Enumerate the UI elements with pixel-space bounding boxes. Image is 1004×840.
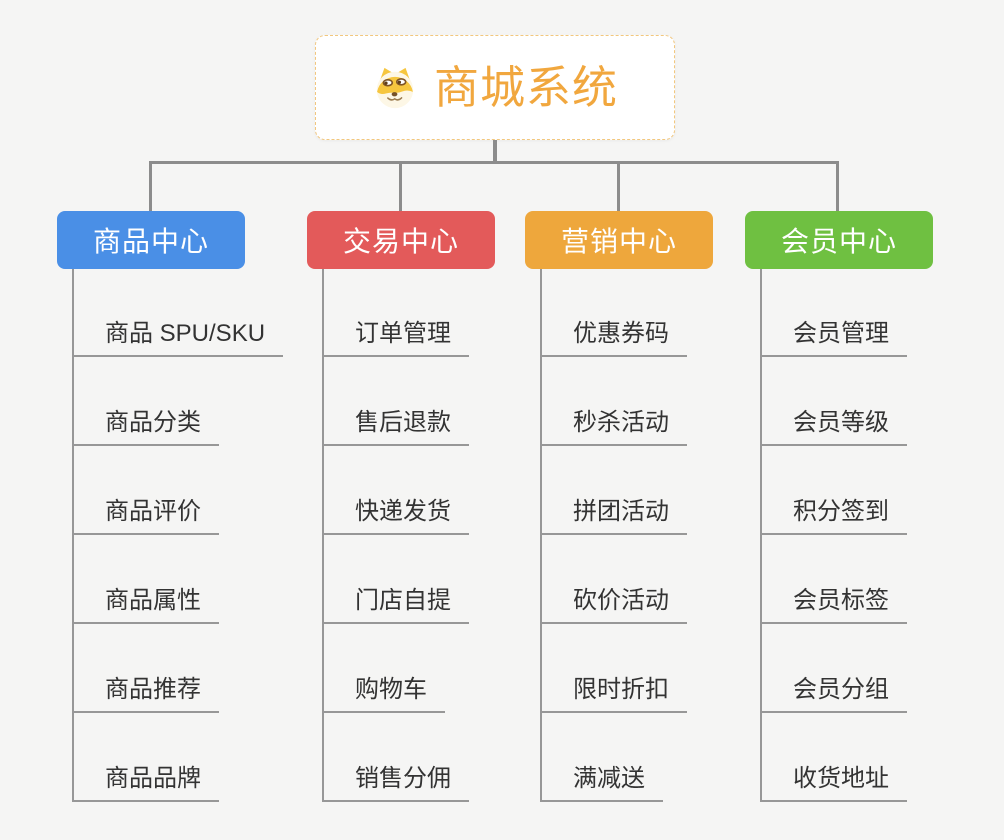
branch-member-center: 会员中心 会员管理 会员等级 积分签到 会员标签 会员分组 收货地址 — [745, 211, 933, 802]
leaf-node-product-recommend[interactable]: 商品推荐 — [72, 675, 219, 713]
leaf-node-product-review[interactable]: 商品评价 — [72, 497, 219, 535]
branch-node-product-center[interactable]: 商品中心 — [57, 211, 245, 269]
leaf-node-product-attribute[interactable]: 商品属性 — [72, 586, 219, 624]
branch-node-trade-center[interactable]: 交易中心 — [307, 211, 495, 269]
leaf-node-bargain-activity[interactable]: 砍价活动 — [540, 586, 687, 624]
branch-spine — [540, 269, 542, 802]
connector-drop-member — [836, 161, 839, 211]
doge-icon — [376, 67, 414, 108]
leaf-node-full-reduction[interactable]: 满减送 — [540, 764, 663, 802]
leaf-node-group-buy[interactable]: 拼团活动 — [540, 497, 687, 535]
branch-spine — [760, 269, 762, 802]
leaf-node-coupon-code[interactable]: 优惠券码 — [540, 319, 687, 357]
leaf-node-member-group[interactable]: 会员分组 — [760, 675, 907, 713]
leaf-node-product-brand[interactable]: 商品品牌 — [72, 764, 219, 802]
leaf-node-sales-commission[interactable]: 销售分佣 — [322, 764, 469, 802]
leaf-node-limited-time-discount[interactable]: 限时折扣 — [540, 675, 687, 713]
leaf-node-flash-sale[interactable]: 秒杀活动 — [540, 408, 687, 446]
branch-trade-center: 交易中心 订单管理 售后退款 快递发货 门店自提 购物车 销售分佣 — [307, 211, 495, 802]
leaf-node-member-level[interactable]: 会员等级 — [760, 408, 907, 446]
connector-root-stub — [493, 140, 497, 163]
connector-drop-product — [149, 161, 152, 211]
leaf-node-aftersale-refund[interactable]: 售后退款 — [322, 408, 469, 446]
branch-product-center: 商品中心 商品 SPU/SKU 商品分类 商品评价 商品属性 商品推荐 商品品牌 — [57, 211, 284, 802]
leaf-node-member-tag[interactable]: 会员标签 — [760, 586, 907, 624]
branch-node-member-center[interactable]: 会员中心 — [745, 211, 933, 269]
root-node[interactable]: 商城系统 — [315, 35, 675, 140]
branch-spine — [322, 269, 324, 802]
leaf-node-store-pickup[interactable]: 门店自提 — [322, 586, 469, 624]
connector-drop-trade — [399, 161, 402, 211]
leaf-node-product-spu-sku[interactable]: 商品 SPU/SKU — [72, 319, 284, 357]
leaf-node-express-delivery[interactable]: 快递发货 — [322, 497, 469, 535]
leaf-node-product-category[interactable]: 商品分类 — [72, 408, 219, 446]
leaf-node-points-checkin[interactable]: 积分签到 — [760, 497, 907, 535]
branch-spine — [72, 269, 74, 802]
root-title: 商城系统 — [433, 62, 618, 113]
connector-horizontal — [149, 161, 838, 164]
leaf-node-shopping-cart[interactable]: 购物车 — [322, 675, 445, 713]
leaf-node-member-management[interactable]: 会员管理 — [760, 319, 907, 357]
leaf-node-shipping-address[interactable]: 收货地址 — [760, 764, 907, 802]
branch-marketing-center: 营销中心 优惠券码 秒杀活动 拼团活动 砍价活动 限时折扣 满减送 — [525, 211, 713, 802]
connector-drop-marketing — [617, 161, 620, 211]
leaf-node-order-management[interactable]: 订单管理 — [322, 319, 469, 357]
branch-node-marketing-center[interactable]: 营销中心 — [525, 211, 713, 269]
